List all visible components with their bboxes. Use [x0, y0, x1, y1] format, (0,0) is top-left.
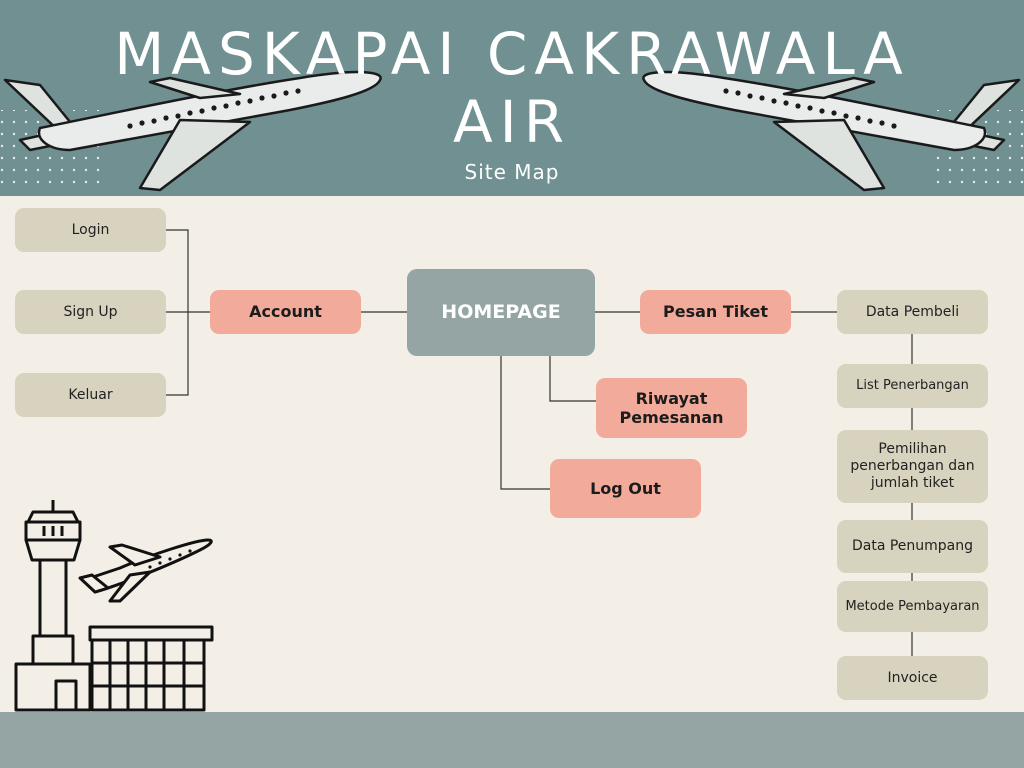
- page-subtitle: Site Map: [464, 160, 560, 184]
- header-art: [0, 70, 1024, 192]
- node-account[interactable]: Account: [210, 290, 361, 334]
- node-data-penumpang[interactable]: Data Penumpang: [837, 520, 988, 573]
- node-pesan-tiket[interactable]: Pesan Tiket: [640, 290, 791, 334]
- node-invoice[interactable]: Invoice: [837, 656, 988, 700]
- node-log-out[interactable]: Log Out: [550, 459, 701, 518]
- connector-lines: [166, 229, 913, 656]
- footer-bar: [0, 712, 1024, 768]
- airplane-icon: [3, 70, 382, 192]
- node-sign-up[interactable]: Sign Up: [15, 290, 166, 334]
- plane-takeoff-icon: [78, 538, 213, 603]
- control-tower-icon: [14, 500, 92, 712]
- node-keluar[interactable]: Keluar: [15, 373, 166, 417]
- connector-home-riwayat: [549, 356, 596, 402]
- airport-terminal-icon: [88, 625, 214, 712]
- node-metode-pembayaran[interactable]: Metode Pembayaran: [837, 581, 988, 632]
- node-riwayat-pemesanan[interactable]: Riwayat Pemesanan: [596, 378, 747, 438]
- airplane-icon: [642, 70, 1021, 192]
- airport-illustration: [14, 500, 214, 712]
- node-login[interactable]: Login: [15, 208, 166, 252]
- node-list-penerbangan[interactable]: List Penerbangan: [837, 364, 988, 408]
- node-homepage[interactable]: HOMEPAGE: [407, 269, 595, 356]
- node-data-pembeli[interactable]: Data Pembeli: [837, 290, 988, 334]
- node-pemilihan-penerbangan[interactable]: Pemilihan penerbangan dan jumlah tiket: [837, 430, 988, 503]
- title-line-1: MASKAPAI CAKRAWALA: [114, 20, 910, 88]
- title-line-2: AIR: [452, 88, 572, 156]
- page-title: MASKAPAI CAKRAWALA AIR: [0, 20, 1024, 156]
- connector-home-logout: [500, 356, 550, 490]
